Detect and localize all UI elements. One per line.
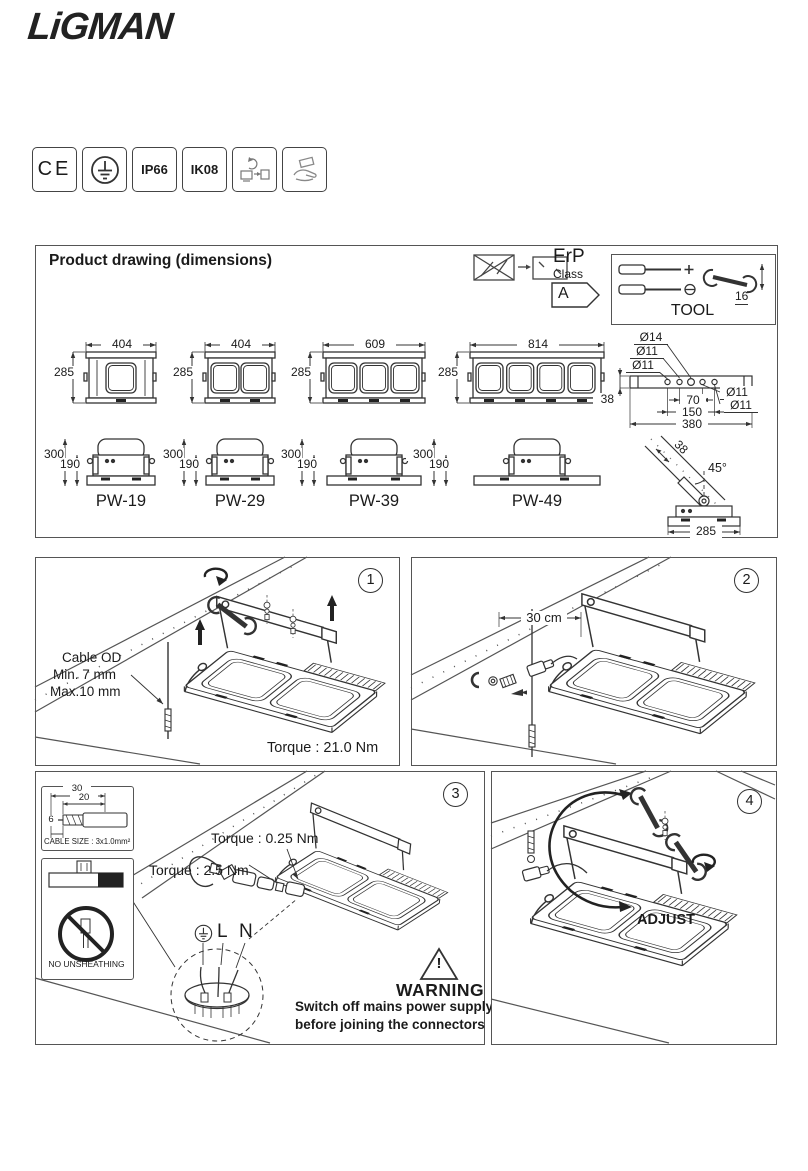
drill-dim-380: 380	[676, 418, 708, 431]
discard-packaging-icon	[473, 254, 568, 281]
drill-dim-150: 150	[676, 406, 708, 419]
model-name-pw49: PW-49	[511, 492, 563, 510]
drill-dim-70: 70	[680, 394, 706, 407]
pw29-total-height-dim: 300	[156, 448, 184, 461]
warning-title: WARNING	[396, 980, 485, 1000]
drill-dim-38: 38	[593, 393, 615, 406]
earth-ground-icon	[90, 155, 119, 184]
pw49-body-height-dim: 190	[422, 458, 450, 471]
ip-rating: IP66	[141, 162, 168, 177]
pw29-front-view	[189, 342, 276, 404]
step3-torque-gland: Torque : 2.5 Nm	[149, 862, 249, 878]
tool-drawings	[618, 264, 765, 296]
cable-size-label: CABLE SIZE : 3x1.0mm²	[44, 837, 131, 846]
model-name-pw29: PW-29	[214, 492, 266, 510]
step1-cable-od-line3: Max.10 mm	[50, 684, 121, 699]
pw49-front-view	[454, 342, 605, 404]
tool-label: TOOL	[670, 302, 715, 319]
step3-torque-connector: Torque : 0.25 Nm	[211, 830, 319, 846]
pw39-side-view	[299, 438, 422, 486]
step1-cable-od-line1: Cable OD	[62, 650, 122, 665]
pw49-width-dim: 814	[517, 338, 559, 351]
recycling-disposal-icon	[239, 156, 270, 182]
drill-hole-midleft-dim: Ø11	[630, 345, 664, 359]
step3-number: 3	[443, 782, 468, 807]
step4-drawing	[490, 770, 776, 1044]
step1-cable-od-line2: Min. 7 mm	[53, 667, 117, 682]
badge-weee	[232, 147, 277, 192]
badge-earth	[82, 147, 127, 192]
pw39-width-dim: 609	[354, 338, 396, 351]
pw29-width-dim: 404	[220, 338, 262, 351]
model-name-pw19: PW-19	[95, 492, 147, 510]
brand-logo: LiGMAN	[25, 6, 175, 48]
no-unsheathing-label: NO UNSHEATHING	[48, 959, 125, 969]
step4-number: 4	[737, 789, 762, 814]
step2-distance: 30 cm	[521, 611, 567, 625]
pw49-total-height-dim: 300	[406, 448, 434, 461]
angle-value: 45°	[708, 461, 727, 475]
warning-exclamation: !	[436, 955, 442, 972]
pw39-total-height-dim: 300	[274, 448, 302, 461]
pw29-body-height-dim: 190	[172, 458, 200, 471]
drill-hole-outerleft-dim: Ø11	[626, 359, 660, 373]
wrench-size: 16	[735, 289, 749, 305]
angle-mount-drawing	[644, 435, 741, 535]
step2-drawing	[410, 556, 758, 765]
ce-mark: CE	[37, 158, 72, 180]
pw19-body-height-dim: 190	[53, 458, 81, 471]
erp-class-value: A	[558, 285, 569, 302]
terminal-n-label: N	[239, 921, 253, 942]
pw19-side-view	[62, 438, 156, 486]
strip-dim-20: 20	[70, 793, 98, 803]
ik-rating: IK08	[190, 162, 219, 177]
badge-ce: CE	[32, 147, 77, 192]
pw49-side-view	[431, 438, 601, 486]
step1-torque: Torque : 21.0 Nm	[267, 740, 379, 756]
pw19-width-dim: 404	[101, 338, 143, 351]
step3-drawing	[34, 770, 458, 1044]
pw19-total-height-dim: 300	[37, 448, 65, 461]
pw19-front-view	[70, 342, 157, 404]
step2-panel	[411, 557, 777, 766]
certification-badges: CE IP66 IK08	[32, 147, 327, 192]
drill-hole-outerright-dim: Ø11	[724, 399, 758, 413]
badge-ip66: IP66	[132, 147, 177, 192]
pw39-front-view	[307, 342, 426, 404]
angle-base-dim: 285	[690, 525, 722, 538]
pw29-side-view	[181, 438, 275, 486]
pw49-height-dim: 285	[429, 366, 459, 379]
handle-luminaire-icon	[292, 156, 317, 181]
erp-class-arrow	[551, 282, 600, 308]
step1-drawing	[34, 556, 388, 765]
drill-pattern-drawing	[617, 342, 753, 428]
pw19-height-dim: 285	[45, 366, 75, 379]
badge-handling	[282, 147, 327, 192]
drill-hole-center-dim: Ø14	[634, 331, 668, 345]
strip-dim-30: 30	[63, 784, 91, 794]
pw29-height-dim: 285	[164, 366, 194, 379]
warning-line2: before joining the connectors	[295, 1017, 485, 1032]
model-name-pw39: PW-39	[348, 492, 400, 510]
warning-line1: Switch off mains power supply	[295, 999, 494, 1014]
pw39-height-dim: 285	[282, 366, 312, 379]
warning-triangle-icon	[419, 947, 459, 980]
section-title: Product drawing (dimensions)	[49, 252, 273, 269]
pw39-body-height-dim: 190	[290, 458, 318, 471]
step2-number: 2	[734, 568, 759, 593]
erp-class-label: Class	[553, 267, 584, 281]
step4-adjust-label: ADJUST	[637, 912, 696, 928]
terminal-l-label: L	[217, 921, 228, 942]
earth-terminal-icon	[194, 924, 213, 943]
strip-dim-6: 6	[44, 815, 58, 825]
no-unsheathing-drawing	[48, 860, 124, 962]
erp-label: ErP	[553, 246, 585, 267]
badge-ik08: IK08	[182, 147, 227, 192]
step1-number: 1	[358, 568, 383, 593]
